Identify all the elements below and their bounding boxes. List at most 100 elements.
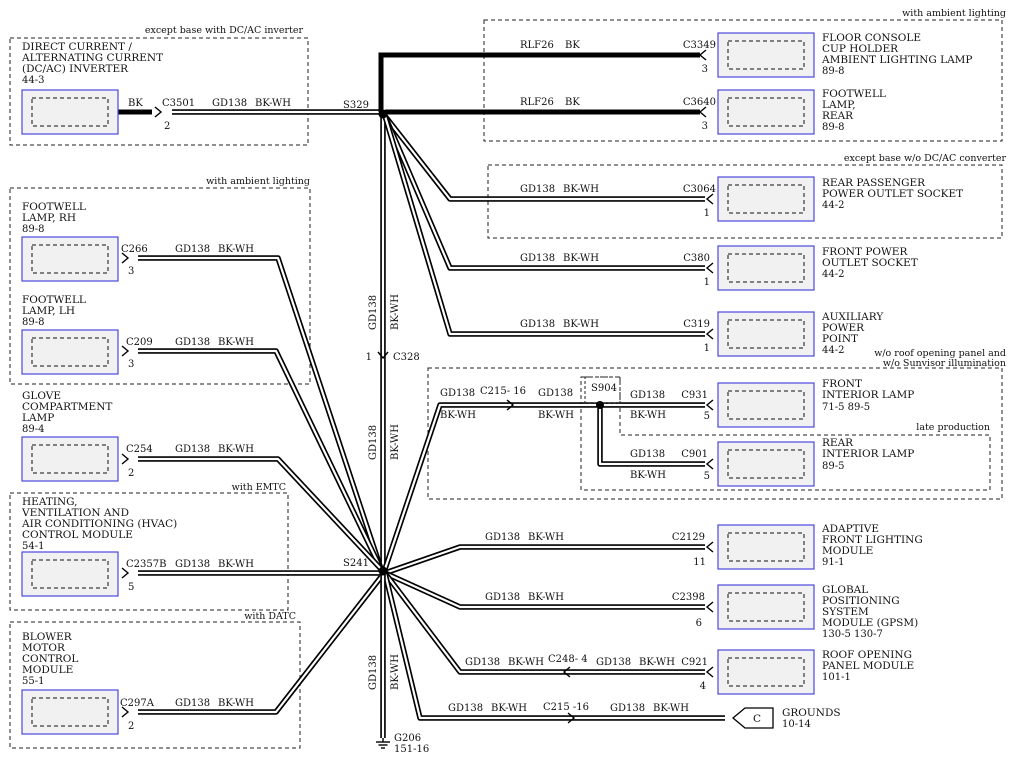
splice-s329: S329 (343, 100, 369, 111)
wire-color-glove: BK-WH (218, 444, 254, 455)
wire-circuit-roof-panel-2: GD138 (596, 657, 631, 668)
pin-c209: 3 (128, 359, 134, 370)
label-front-outlet: FRONT POWER OUTLET SOCKET 44-2 (822, 246, 921, 280)
connector-c328: C328 (393, 352, 420, 363)
pin-c921: 4 (700, 681, 706, 692)
component-inverter (21, 89, 119, 135)
wire-color-blower: BK-WH (218, 698, 254, 709)
splice-s329-dot (378, 109, 388, 119)
wire-circuit-roof-2: GD138 (538, 388, 573, 399)
label-hvac: HEATING, VENTILATION AND AIR CONDITIONIN… (21, 496, 181, 552)
wire-color-footwell-rh: BK-WH (218, 244, 254, 255)
connector-c248-4: C248- 4 (548, 654, 588, 665)
component-footwell-lh (21, 329, 119, 375)
wire-color-hvac: BK-WH (218, 559, 254, 570)
pin-c931: 5 (704, 411, 710, 422)
connector-c266: C266 (121, 244, 148, 255)
group-label-roof-2: w/o Sunvisor illumination (883, 358, 1006, 369)
ground-ref: 151-16 (394, 744, 429, 755)
wire-circuit-aux: GD138 (520, 319, 555, 330)
pin-c3640: 3 (702, 121, 708, 132)
wire-circuit-inverter: GD138 (212, 98, 247, 109)
label-footwell-rh: FOOTWELL LAMP, RH 89-8 (22, 201, 89, 235)
connector-c931: C931 (681, 390, 708, 401)
label-rear-outlet: REAR PASSENGER POWER OUTLET SOCKET 44-2 (822, 177, 967, 211)
pin-c2129: 11 (693, 557, 706, 568)
connector-c901: C901 (681, 449, 708, 460)
group-label-late: late production (916, 422, 990, 433)
wire-color-trunk-3: BK-WH (390, 654, 401, 690)
component-afl-module (717, 524, 815, 570)
connector-c209: C209 (126, 337, 153, 348)
wire-color-front-interior: BK-WH (630, 410, 666, 421)
wire-color-inverter-2: BK-WH (255, 98, 291, 109)
wire-harness (118, 52, 725, 738)
component-footwell-rh (21, 236, 119, 282)
wire-circuit-afl: GD138 (485, 532, 520, 543)
connector-c3640: C3640 (683, 97, 716, 108)
component-hvac (21, 551, 119, 597)
ground-icon (376, 738, 390, 749)
wire-circuit-hvac: GD138 (175, 559, 210, 570)
group-label-roof-1: w/o roof opening panel and (874, 348, 1006, 359)
wire-circuit-rlf-2: RLF26 (520, 97, 554, 108)
wire-circuit-roof-panel-1: GD138 (465, 657, 500, 668)
label-front-interior: FRONT INTERIOR LAMP 71-5 89-5 (822, 378, 918, 413)
label-gpsm: GLOBAL POSITIONING SYSTEM MODULE (GPSM) … (822, 584, 922, 640)
wire-circuit-rear-outlet: GD138 (520, 184, 555, 195)
ground-id: G206 (394, 733, 421, 744)
group-label-power-outlet: except base w/o DC/AC converter (844, 153, 1007, 164)
connector-arrows (121, 49, 714, 724)
off-page-letter: C (753, 713, 761, 725)
pin-c3064: 1 (704, 208, 710, 219)
pin-c319: 1 (704, 343, 710, 354)
group-label-ambient-top: with ambient lighting (902, 8, 1006, 19)
label-glove: GLOVE COMPARTMENT LAMP 89-4 (22, 390, 116, 435)
wire-circuit-trunk-2: GD138 (368, 425, 379, 460)
splice-s241-dot (378, 566, 388, 576)
wire-circuit-grounds-1: GD138 (448, 703, 483, 714)
component-floor-console (717, 32, 815, 78)
wire-circuit-glove: GD138 (175, 444, 210, 455)
component-gpsm (717, 584, 815, 630)
label-blower: BLOWER MOTOR CONTROL MODULE 55-1 (22, 631, 82, 687)
splice-s904: S904 (591, 383, 617, 394)
wire-color-inverter: BK (128, 98, 143, 109)
wire-circuit-rlf-1: RLF26 (520, 40, 554, 51)
label-inverter: DIRECT CURRENT / ALTERNATING CURRENT (DC… (21, 41, 166, 86)
wire-color-grounds-1: BK-WH (491, 703, 527, 714)
wire-color-roof-panel-2: BK-WH (639, 657, 675, 668)
wire-circuit-gpsm: GD138 (485, 592, 520, 603)
group-label-ambient-left: with ambient lighting (206, 176, 310, 187)
connector-c380: C380 (683, 253, 710, 264)
wire-color-trunk-1: BK-WH (390, 294, 401, 330)
label-footwell-rear: FOOTWELL LAMP, REAR 89-8 (822, 88, 889, 133)
wire-color-gpsm: BK-WH (528, 592, 564, 603)
wire-circuit-footwell-lh: GD138 (175, 337, 210, 348)
component-roof-panel (717, 649, 815, 695)
pin-c901: 5 (704, 471, 710, 482)
group-ambient-left (9, 187, 311, 385)
connector-c3349: C3349 (683, 40, 716, 51)
pin-c2357b: 5 (128, 582, 134, 593)
group-label-dc-ac: except base with DC/AC inverter (145, 25, 304, 36)
pin-c380: 1 (704, 277, 710, 288)
wire-color-roof-1: BK-WH (440, 410, 476, 421)
label-rear-interior: REAR INTERIOR LAMP 89-5 (822, 437, 918, 472)
group-label-datc: with DATC (244, 611, 296, 622)
connector-c215-16b: C215 -16 (543, 702, 589, 713)
pin-c328: 1 (366, 352, 372, 363)
connector-c2129: C2129 (672, 532, 705, 543)
component-aux-power (717, 311, 815, 357)
connector-c921: C921 (681, 657, 708, 668)
wire-color-aux: BK-WH (563, 319, 599, 330)
wire-circuit-grounds-2: GD138 (610, 703, 645, 714)
wire-circuit-front-outlet: GD138 (520, 253, 555, 264)
wire-color-footwell-lh: BK-WH (218, 337, 254, 348)
splice-s241: S241 (343, 558, 369, 569)
connector-c2398: C2398 (672, 592, 705, 603)
component-front-outlet (717, 245, 815, 291)
label-footwell-lh: FOOTWELL LAMP, LH 89-8 (22, 294, 89, 328)
group-ambient-top (483, 19, 1003, 142)
